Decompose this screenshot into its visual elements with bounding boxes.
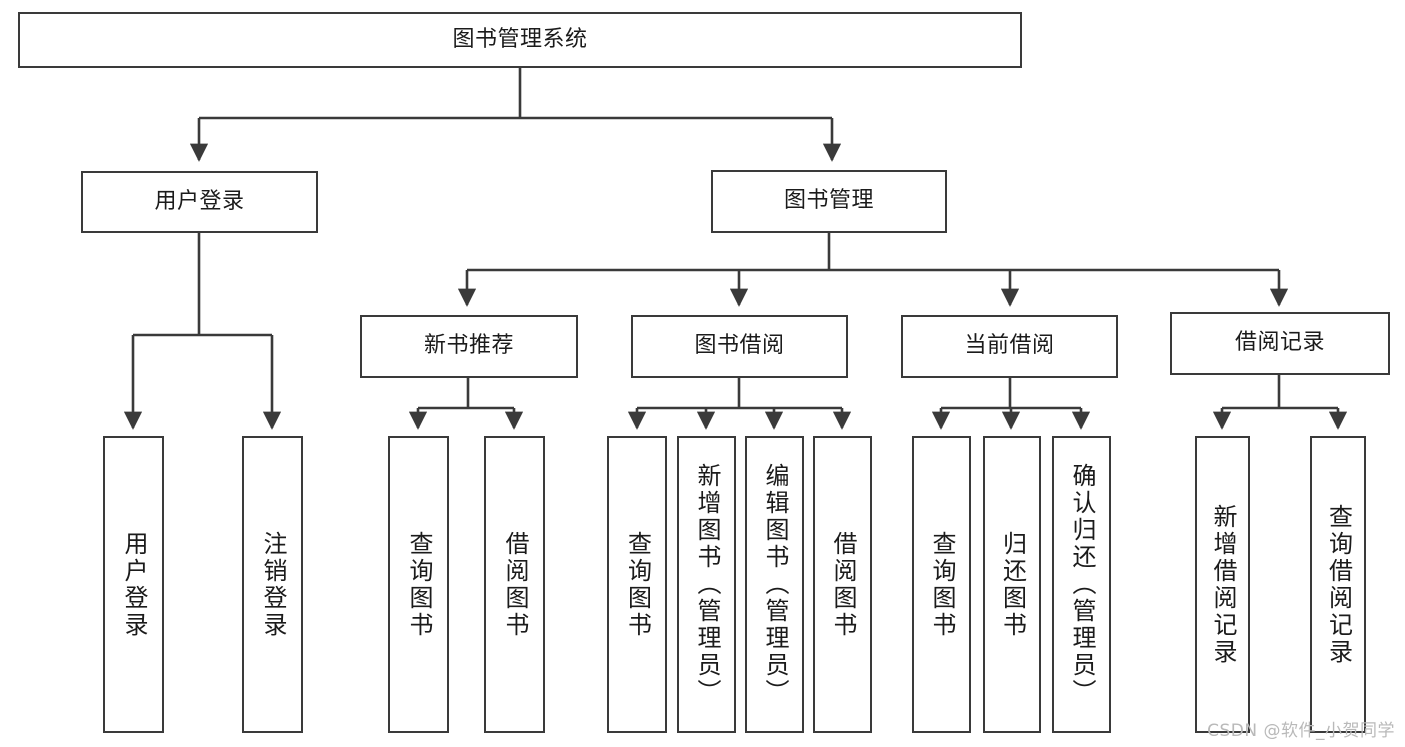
node-new-book-recommend[interactable]: 新书推荐	[360, 315, 578, 378]
node-root-book-management-system[interactable]: 图书管理系统	[18, 12, 1022, 68]
node-label: 图书管理系统	[452, 26, 588, 52]
node-label: 查询图书	[623, 530, 652, 639]
node-book-borrow[interactable]: 图书借阅	[631, 315, 848, 378]
node-label: 查询借阅记录	[1324, 503, 1353, 666]
node-label: 归还图书	[998, 530, 1027, 639]
node-label: 新增图书（管理员）	[692, 463, 721, 706]
node-label: 新书推荐	[423, 333, 514, 359]
node-user-login[interactable]: 用户登录	[81, 171, 318, 233]
node-label: 借阅图书	[828, 530, 857, 639]
leaf-book-borrow-borrow-book[interactable]: 借阅图书	[813, 436, 872, 733]
node-label: 查询图书	[404, 530, 433, 639]
node-label: 图书管理	[783, 188, 874, 214]
node-label: 图书借阅	[694, 333, 785, 359]
leaf-user-login-login[interactable]: 用户登录	[103, 436, 164, 733]
node-label: 注销登录	[258, 530, 287, 639]
node-label: 编辑图书（管理员）	[760, 463, 789, 706]
leaf-current-borrow-confirm-return-admin[interactable]: 确认归还（管理员）	[1052, 436, 1111, 733]
leaf-new-book-borrow-book[interactable]: 借阅图书	[484, 436, 545, 733]
leaf-current-borrow-query-book[interactable]: 查询图书	[912, 436, 971, 733]
node-label: 查询图书	[927, 530, 956, 639]
leaf-borrow-record-add-record[interactable]: 新增借阅记录	[1195, 436, 1250, 733]
leaf-new-book-query-book[interactable]: 查询图书	[388, 436, 449, 733]
node-label: 新增借阅记录	[1208, 503, 1237, 666]
node-label: 借阅记录	[1234, 330, 1325, 356]
node-label: 用户登录	[119, 530, 148, 639]
node-label: 用户登录	[154, 188, 245, 214]
leaf-book-borrow-add-book-admin[interactable]: 新增图书（管理员）	[677, 436, 736, 733]
leaf-current-borrow-return-book[interactable]: 归还图书	[983, 436, 1041, 733]
node-borrow-record[interactable]: 借阅记录	[1170, 312, 1390, 375]
node-book-management[interactable]: 图书管理	[711, 170, 947, 233]
node-label: 当前借阅	[964, 333, 1055, 359]
leaf-book-borrow-edit-book-admin[interactable]: 编辑图书（管理员）	[745, 436, 804, 733]
leaf-borrow-record-query-record[interactable]: 查询借阅记录	[1310, 436, 1366, 733]
node-label: 借阅图书	[500, 530, 529, 639]
node-label: 确认归还（管理员）	[1067, 463, 1096, 706]
leaf-user-login-logout[interactable]: 注销登录	[242, 436, 303, 733]
node-current-borrow[interactable]: 当前借阅	[901, 315, 1118, 378]
leaf-book-borrow-query-book[interactable]: 查询图书	[607, 436, 667, 733]
csdn-watermark: CSDN @软件_小贺同学	[1207, 721, 1395, 741]
